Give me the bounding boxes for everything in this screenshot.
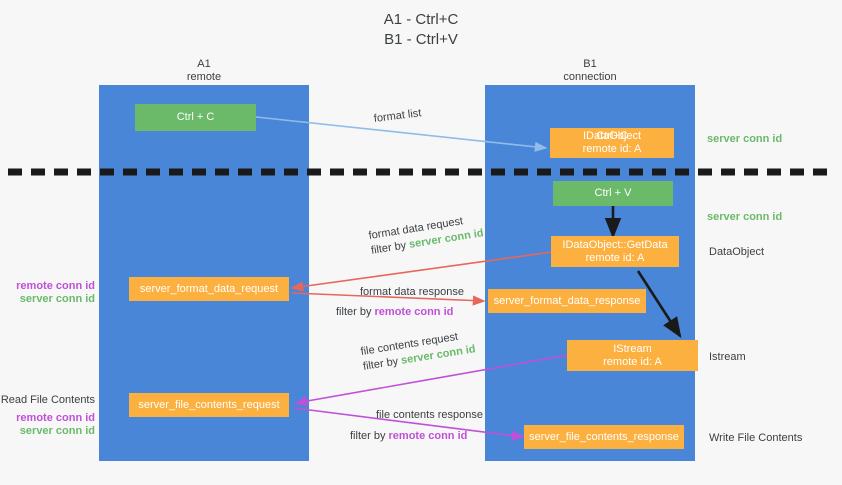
arrow-file-contents-response [293,407,525,441]
box-ctrl-c-label: Ctrl + C [176,111,215,123]
box-idataobject[interactable]: IDataObject Ctrl+C remote id: A [550,128,674,158]
box-server-format-data-response-label: server_format_data_response [493,294,641,307]
edge-label-file-contents-response-filter: filter by remote conn id [350,429,483,444]
annotation-server-conn-id-mid: server conn id [707,211,783,223]
box-ctrl-v-label: Ctrl + V [594,187,632,199]
box-getdata[interactable]: IDataObject::GetData remote id: A [551,236,679,267]
edge-label-format-data-response-line1: format data response [360,286,464,298]
annotation-istream: Istream [709,351,746,363]
box-istream-label: IStream [613,342,652,355]
arrow-file-contents-request [294,354,569,407]
box-server-format-data-request-label: server_format_data_request [139,282,279,295]
lane-b1-name: B1 [583,58,597,70]
box-server-format-data-response[interactable]: server_format_data_response [488,289,646,313]
lane-b1-role: connection [563,71,617,83]
lane-header-b1: B1 connection [485,58,695,84]
annotation-server-conn-id-2: server conn id [19,425,95,437]
lane-a1-role: remote [186,71,222,83]
page-title-line2: B1 - Ctrl+V [384,31,458,48]
edge-label-file-contents-response-line1: file contents response [376,409,484,421]
box-ctrl-c[interactable]: Ctrl + C [135,104,256,131]
edge-label-format-data-response-filter: filter by remote conn id [336,305,464,320]
annotation-server-conn-id-top: server conn id [707,133,783,145]
arrow-format-data-response [291,292,486,306]
arrow-getdata-istream [636,270,682,339]
box-getdata-label: IDataObject::GetData [562,238,668,251]
edge-label-format-data-response-highlight: remote conn id [374,306,454,318]
box-server-file-contents-request-label: server_file_contents_request [138,398,280,411]
annotation-dataobject: DataObject [709,246,765,258]
lane-header-a1: A1 remote [99,58,309,84]
box-idataobject-label-stack: IDataObject Ctrl+C [583,130,641,143]
lane-a1-name: A1 [197,58,211,70]
box-server-format-data-request[interactable]: server_format_data_request [129,277,289,301]
box-ctrl-v[interactable]: Ctrl + V [553,181,673,206]
edge-label-format-data-response-prefix: filter by [336,306,375,318]
box-istream-sub: remote id: A [603,355,662,368]
box-idataobject-sub: remote id: A [582,143,642,155]
annotation-write-file-contents: Write File Contents [709,432,803,444]
page-title: A1 - Ctrl+C B1 - Ctrl+V [0,10,842,50]
box-istream[interactable]: IStream remote id: A [567,340,698,371]
box-server-file-contents-response[interactable]: server_file_contents_response [524,425,684,449]
edge-label-format-data-response: format data response filter by remote co… [336,285,464,320]
edge-label-file-contents-response-prefix: filter by [350,430,389,442]
box-getdata-sub: remote id: A [585,251,645,264]
box-idataobject-label: IDataObject [582,130,642,142]
annotation-read-file-contents: Read File Contents [0,394,95,406]
annotation-remote-conn-id-2: remote conn id [16,412,95,424]
arrow-format-data-request [290,251,553,292]
annotation-remote-conn-id-1: remote conn id [16,280,95,292]
box-idataobject-overlap-label: Ctrl+C [596,130,628,142]
box-server-file-contents-request[interactable]: server_file_contents_request [129,393,289,417]
box-server-file-contents-response-label: server_file_contents_response [529,430,679,443]
edge-label-file-contents-response: file contents response filter by remote … [350,408,484,444]
edge-label-file-contents-response-highlight: remote conn id [388,430,468,442]
arrow-format-list [255,116,548,152]
annotation-server-conn-id-1: server conn id [19,293,95,305]
page-title-line1: A1 - Ctrl+C [383,11,459,28]
